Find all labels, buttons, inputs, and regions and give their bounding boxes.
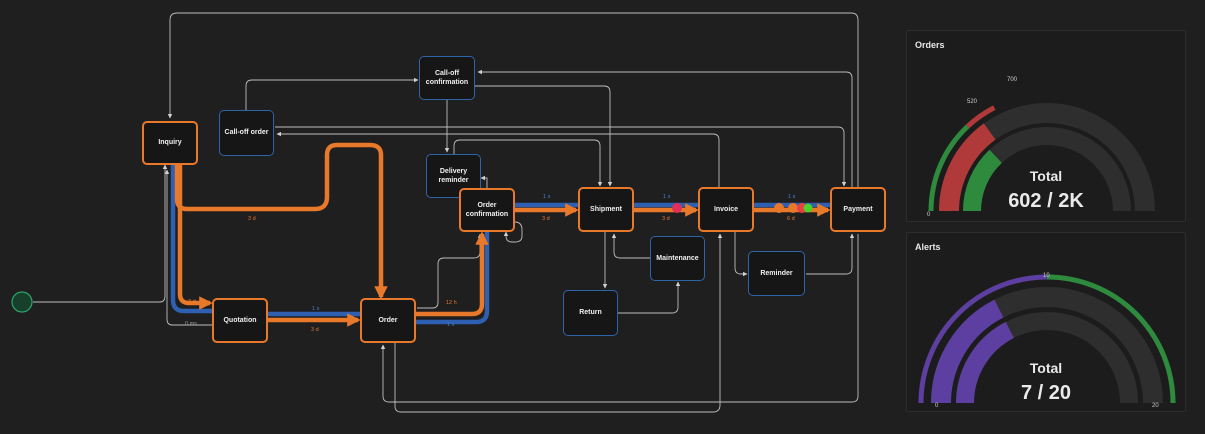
gauge-threshold-band-green — [1046, 274, 1176, 404]
event-dots — [672, 203, 813, 213]
node-label: Call-off order — [224, 129, 269, 137]
node-label: Return — [579, 309, 602, 317]
edge-label: 3 d — [662, 216, 670, 222]
thin-edges — [33, 12, 859, 413]
node-label: Payment — [843, 205, 873, 213]
node-order-confirmation[interactable]: Order confirmation — [459, 188, 515, 232]
gauge-min-label: 0 — [927, 212, 931, 218]
gauge-value-arc — [939, 123, 996, 212]
edge-label: 3 d — [311, 327, 319, 333]
gauge-threshold-band-red — [965, 105, 996, 129]
orders-gauge: 0 520 700 — [927, 77, 1155, 218]
edge-payment-inquiry — [167, 12, 859, 188]
edge-oc-self — [503, 221, 523, 243]
edge-return-maint — [618, 281, 681, 314]
node-return[interactable]: Return — [563, 290, 618, 336]
orders-total-value: 602 / 2K — [1008, 190, 1084, 212]
node-reminder[interactable]: Reminder — [748, 251, 805, 296]
node-invoice[interactable]: Invoice — [698, 187, 754, 232]
node-order[interactable]: Order — [360, 298, 416, 343]
edge-label: 1 s — [663, 194, 671, 200]
alerts-total-value: 7 / 20 — [1020, 382, 1072, 404]
gauge-threshold-label: 700 — [1007, 77, 1018, 83]
gauge-threshold-band-green — [928, 124, 970, 212]
edge-label: 3 d — [248, 216, 256, 222]
edge-quot-inquiry-thin — [164, 169, 212, 326]
edge-label: 12 h — [446, 300, 457, 306]
alerts-panel-title: Alerts — [915, 242, 941, 252]
node-label: Maintenance — [656, 254, 699, 262]
edge-payment-order — [380, 234, 859, 403]
edge-label: 1 s — [543, 194, 551, 200]
gauge-min-label: 0 — [935, 403, 939, 409]
node-label: Shipment — [590, 205, 622, 213]
edge-label: 6 d — [787, 216, 795, 222]
edge-label: 0 ms — [185, 321, 197, 327]
orders-panel-title: Orders — [915, 40, 945, 50]
edge-delivery-shipment — [453, 139, 603, 187]
edge-payment-calloff-conf — [477, 69, 853, 188]
edge-labels: 3 d 3 d 0 ms 1 s 3 d 12 h 1 s 1 s 3 d 1 … — [185, 194, 796, 333]
edge-invoice-calloff — [276, 131, 720, 188]
gauge-threshold-band-purple — [918, 274, 1048, 404]
edge-order-invoice — [394, 233, 723, 413]
node-quotation[interactable]: Quotation — [212, 298, 268, 343]
node-maintenance[interactable]: Maintenance — [650, 236, 705, 281]
edge-reminder-payment — [806, 233, 855, 275]
gauge-max-label: 20 — [1152, 403, 1159, 409]
process-flow-diagram: 3 d 3 d 0 ms 1 s 3 d 12 h 1 s 1 s 3 d 1 … — [11, 12, 886, 413]
node-label: Reminder — [760, 269, 793, 277]
node-label: Order confirmation — [465, 201, 509, 218]
start-event[interactable] — [11, 291, 33, 313]
gauge-threshold-label: 520 — [967, 99, 978, 105]
gauge-threshold-label: 10 — [1043, 273, 1050, 279]
orders-panel: Orders 0 520 700 Total 602 / 2K — [906, 30, 1186, 222]
node-label: Delivery reminder — [438, 167, 469, 184]
edge-order-oc-thin — [417, 233, 483, 309]
edge-label: 3 d — [542, 216, 550, 222]
orders-total-label: Total — [1029, 168, 1063, 184]
node-inquiry[interactable]: Inquiry — [142, 121, 198, 165]
node-label: Quotation — [223, 316, 257, 324]
edge-label: 1 s — [312, 306, 320, 312]
node-calloff-confirmation[interactable]: Call-off confirmation — [419, 56, 475, 100]
node-label: Order — [378, 316, 398, 324]
node-label: Inquiry — [158, 139, 182, 147]
edge-label: 1 s — [447, 322, 455, 328]
gauge-value-arc — [931, 299, 1004, 404]
edge-calloff-order-confirmation — [245, 77, 419, 110]
node-payment[interactable]: Payment — [830, 187, 886, 232]
edge-label: 1 s — [788, 194, 796, 200]
event-dot — [672, 203, 682, 213]
edge-start-inquiry — [33, 164, 168, 303]
event-dot — [788, 203, 798, 213]
event-dot — [803, 203, 813, 213]
orange-main-path — [174, 142, 831, 327]
node-calloff-order[interactable]: Call-off order — [219, 110, 274, 156]
node-shipment[interactable]: Shipment — [578, 187, 634, 232]
alerts-total-label: Total — [1029, 360, 1063, 376]
alerts-gauge: 0 20 10 — [918, 273, 1176, 409]
edge-label: 3 d — [188, 299, 196, 305]
event-dot — [774, 203, 784, 213]
edge-calloffconf-shipment — [475, 85, 613, 187]
edge-maint-shipment — [611, 233, 650, 259]
flow-edges: 3 d 3 d 0 ms 1 s 3 d 12 h 1 s 1 s 3 d 1 … — [11, 12, 859, 413]
gauge-inner-value — [963, 149, 1003, 212]
node-label: Invoice — [713, 205, 739, 213]
node-label: Call-off confirmation — [425, 69, 469, 86]
edge-invoice-reminder — [734, 232, 748, 277]
gauge-inner-value — [956, 321, 1015, 404]
edge-oc-delivery — [480, 175, 488, 188]
alerts-panel: Alerts 0 20 10 Total 7 / 20 — [906, 232, 1186, 412]
edge-calloff-payment — [275, 126, 847, 187]
